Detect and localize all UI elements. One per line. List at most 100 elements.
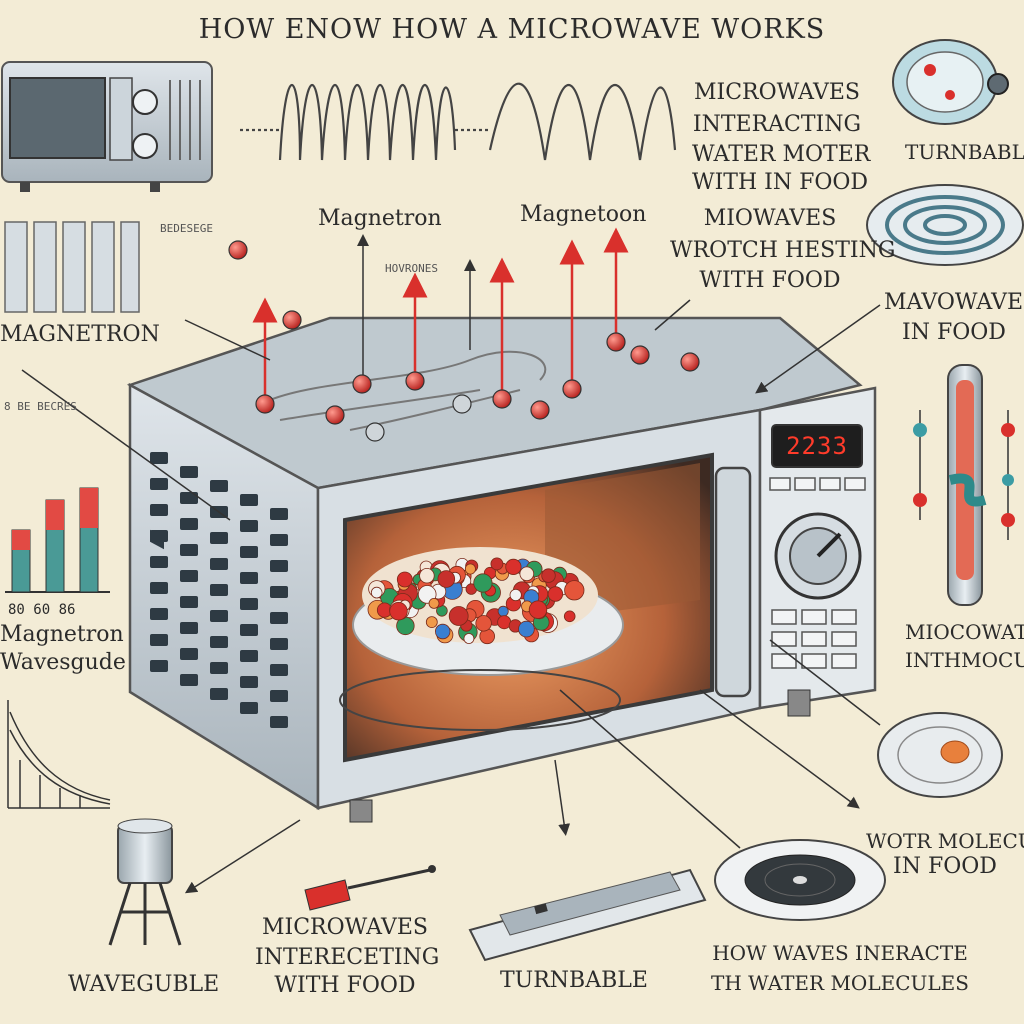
food-molecule [389, 602, 408, 621]
wave-coil-icon [240, 82, 677, 161]
food-molecule [475, 615, 492, 632]
red-molecule [228, 240, 248, 260]
label-mid-right-line3: WITH FOOD [699, 268, 841, 293]
red-molecule [606, 332, 626, 352]
vent-slot [270, 586, 288, 598]
vent-slot [180, 622, 198, 634]
door-handle [714, 466, 752, 698]
vent-grid [150, 452, 288, 728]
vent-slot [240, 702, 258, 714]
red-molecules [228, 240, 700, 442]
molecule-disc-icon [877, 712, 1003, 798]
vent-slot [270, 638, 288, 650]
vent-slot [210, 636, 228, 648]
cavity-window [339, 452, 714, 763]
label-small-caption-top: BEDESEGE [160, 222, 213, 235]
timer-display: 2233 [786, 432, 848, 460]
red-molecule [365, 422, 385, 442]
turntable-disc-icon [866, 184, 1024, 266]
vent-slot [180, 648, 198, 660]
vent-slot [270, 664, 288, 676]
tray-icon [468, 868, 707, 962]
food-molecule [437, 570, 456, 588]
label-top-right-line3: WATER MOTER [692, 142, 871, 167]
vent-slot [150, 660, 168, 672]
food-molecule [419, 568, 435, 584]
syringe-icon [304, 865, 436, 911]
vent-slot [240, 676, 258, 688]
small-microwave-icon [1, 61, 213, 192]
vent-slot [150, 556, 168, 568]
label-magnetron-center-right: Magnetoon [520, 202, 647, 227]
bar-chart-icon [5, 487, 110, 593]
waveguide-icon [108, 818, 182, 946]
food-molecule [547, 586, 564, 602]
bar-chart-ticks: 80 60 86 [8, 602, 76, 618]
vent-slot [210, 558, 228, 570]
food-molecule [370, 586, 383, 599]
label-bottom-center-line2: INTERECETING [255, 945, 440, 970]
red-molecule [452, 394, 472, 414]
food-molecule [463, 633, 475, 644]
vent-slot [210, 688, 228, 700]
food-molecule [396, 571, 413, 588]
vent-slot [180, 492, 198, 504]
food-molecule [528, 600, 548, 619]
food-molecule [428, 598, 440, 609]
food-molecule [448, 606, 469, 626]
food-molecule [564, 580, 585, 601]
food-molecule [464, 563, 476, 575]
red-molecule [352, 374, 372, 394]
label-magnetron-waveguide-line2: Wavesgude [0, 650, 126, 675]
vent-slot [240, 598, 258, 610]
label-top-right-line4: WITH IN FOOD [692, 170, 869, 195]
vent-slot [210, 584, 228, 596]
foot-left [349, 799, 373, 823]
food-molecule [473, 573, 493, 593]
food-molecule [519, 566, 535, 582]
vent-slot [240, 624, 258, 636]
label-water-molecules-line2: IN FOOD [893, 854, 997, 879]
red-molecule [325, 405, 345, 425]
label-mavowave-line1: MAVOWAVES [884, 290, 1024, 315]
label-magnetron-center-left: Magnetron [318, 206, 442, 231]
vent-slot [240, 520, 258, 532]
vent-slot [210, 610, 228, 622]
waveguide-panels-icon [4, 221, 140, 313]
vent-slot [150, 452, 168, 464]
test-tube-icon [913, 364, 1015, 606]
vent-slot [180, 518, 198, 530]
vent-slot [180, 544, 198, 556]
vent-slot [240, 546, 258, 558]
label-how-waves-line2: TH WATER MOLECULES [711, 971, 969, 995]
red-molecule [255, 394, 275, 414]
label-bottom-center-line1: MICROWAVES [262, 915, 428, 940]
heat-arrows [252, 227, 629, 400]
label-right-molecule-line2: INTHMOCULES [905, 648, 1024, 672]
vent-slot [240, 494, 258, 506]
vent-slot [180, 596, 198, 608]
label-mid-right-line2: WROTCH HESTING [670, 238, 896, 263]
vent-slot [150, 504, 168, 516]
vent-slot [210, 532, 228, 544]
vent-slot [240, 650, 258, 662]
label-magnetron-waveguide-line1: Magnetron [0, 622, 124, 647]
vent-slot [150, 634, 168, 646]
vent-slot [150, 582, 168, 594]
label-turntable-top-right: TURNBABLE [905, 140, 1024, 164]
page-title: HOW ENOW HOW A MICROWAVE WORKS [198, 14, 826, 45]
control-buttons [769, 477, 866, 669]
disc-icon [714, 839, 886, 921]
red-molecule [530, 400, 550, 420]
vent-slot [270, 612, 288, 624]
decay-plot-icon [7, 700, 111, 809]
thin-arrows [21, 234, 881, 894]
food-molecule [505, 558, 522, 576]
foot-right [787, 689, 811, 717]
red-molecule [630, 345, 650, 365]
label-small-caption-left: 8 BE BECRES [4, 400, 77, 413]
food-molecule [425, 616, 438, 628]
food-molecule [541, 568, 556, 583]
